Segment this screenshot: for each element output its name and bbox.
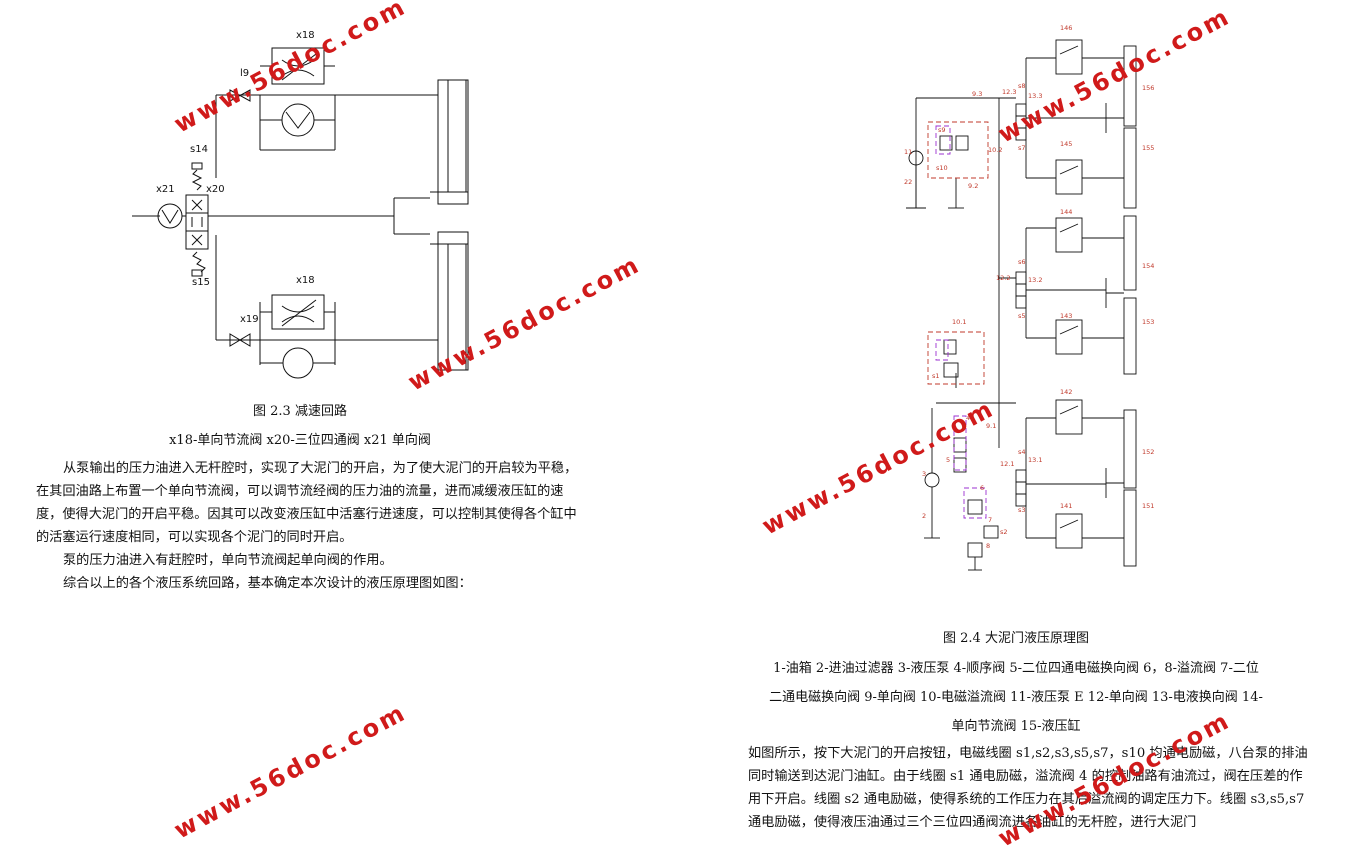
paragraph-3: 综合以上的各个液压系统回路，基本确定本次设计的液压原理图如图：	[63, 576, 472, 591]
figure-2-3-legend: x18-单向节流阀 x20-三位四通阀 x21 单向阀	[169, 433, 431, 448]
label-8: 8	[986, 542, 990, 550]
label-s6: s6	[1018, 258, 1026, 266]
left-page: x18 l9 s14 x21 x20 s15 x19 x18 图 2.3 减速回…	[0, 0, 675, 857]
label-151: 151	[1142, 502, 1154, 510]
label-s10: s10	[936, 164, 948, 172]
label-152: 152	[1142, 448, 1154, 456]
label-155: 155	[1142, 144, 1154, 152]
label-22: 22	[904, 178, 912, 186]
figure-2-4-legend-line-1: 1-油箱 2-进油过滤器 3-液压泵 4-顺序阀 5-二位四通电磁换向阀 6，8…	[773, 661, 1259, 676]
figure-2-4-legend-line-3: 单向节流阀 15-液压缸	[951, 719, 1081, 734]
label-s14: s14	[190, 144, 208, 155]
paragraph-2: 泵的压力油进入有赶腔时，单向节流阀起单向阀的作用。	[63, 553, 393, 568]
right-paragraph: 如图所示，按下大泥门的开启按钮，电磁线圈 s1,s2,s3,s5,s7，s10 …	[748, 746, 1308, 830]
label-13-3: 13.3	[1028, 92, 1042, 100]
label-3: 3	[922, 470, 926, 478]
label-10-2: 10.2	[988, 146, 1002, 154]
label-13-2: 13.2	[1028, 276, 1042, 284]
label-x18-top: x18	[296, 30, 315, 41]
label-9-1: 9.1	[986, 422, 996, 430]
label-156: 156	[1142, 84, 1154, 92]
label-s5: s5	[1018, 312, 1026, 320]
label-143: 143	[1060, 312, 1072, 320]
label-5: 5	[946, 456, 950, 464]
figure-2-4-caption: 图 2.4 大泥门液压原理图	[943, 631, 1089, 646]
label-s1: s1	[932, 372, 940, 380]
label-s3: s3	[1018, 506, 1026, 514]
label-12-2: 12.2	[996, 274, 1010, 282]
label-2: 2	[922, 512, 926, 520]
label-154: 154	[1142, 262, 1154, 270]
label-7: 7	[988, 516, 992, 524]
label-s7: s7	[1018, 144, 1026, 152]
label-9-2: 9.2	[968, 182, 978, 190]
label-146: 146	[1060, 24, 1072, 32]
label-10-1: 10.1	[952, 318, 966, 326]
label-s15: s15	[192, 277, 210, 288]
label-6: 6	[980, 484, 984, 492]
label-144: 144	[1060, 208, 1072, 216]
right-body-text: 如图所示，按下大泥门的开启按钮，电磁线圈 s1,s2,s3,s5,s7，s10 …	[748, 742, 1308, 834]
label-13-1: 13.1	[1028, 456, 1042, 464]
right-page: 146 145 144 143 142 141 156 155 154 153 …	[676, 0, 1351, 857]
figure-2-4-legend-line-2: 二通电磁换向阀 9-单向阀 10-电磁溢流阀 11-液压泵 E 12-单向阀 1…	[769, 690, 1263, 705]
label-s9: s9	[938, 126, 946, 134]
label-x19: x19	[240, 314, 259, 325]
label-x20: x20	[206, 184, 225, 195]
left-body-text: 从泵输出的压力油进入无杆腔时，实现了大泥门的开启，为了使大泥门的开启较为平稳，在…	[36, 457, 584, 595]
label-12-3: 12.3	[1002, 88, 1016, 96]
label-s4: s4	[1018, 448, 1026, 456]
figure-2-3-caption: 图 2.3 减速回路	[253, 404, 347, 419]
label-4: 4	[966, 414, 970, 422]
label-142: 142	[1060, 388, 1072, 396]
label-l9: l9	[240, 68, 249, 79]
label-12-1: 12.1	[1000, 460, 1014, 468]
label-x21: x21	[156, 184, 175, 195]
label-141: 141	[1060, 502, 1072, 510]
label-153: 153	[1142, 318, 1154, 326]
label-9-3: 9.3	[972, 90, 982, 98]
label-s2: s2	[1000, 528, 1008, 536]
deceleration-circuit-diagram: x18 l9 s14 x21 x20 s15 x19 x18	[132, 30, 469, 379]
label-145: 145	[1060, 140, 1072, 148]
label-11: 11	[904, 148, 912, 156]
label-x18-bottom: x18	[296, 275, 315, 286]
label-s8: s8	[1018, 82, 1026, 90]
paragraph-1: 从泵输出的压力油进入无杆腔时，实现了大泥门的开启，为了使大泥门的开启较为平稳，在…	[36, 461, 578, 545]
mud-gate-hydraulic-schematic: 146 145 144 143 142 141 156 155 154 153 …	[904, 24, 1154, 571]
